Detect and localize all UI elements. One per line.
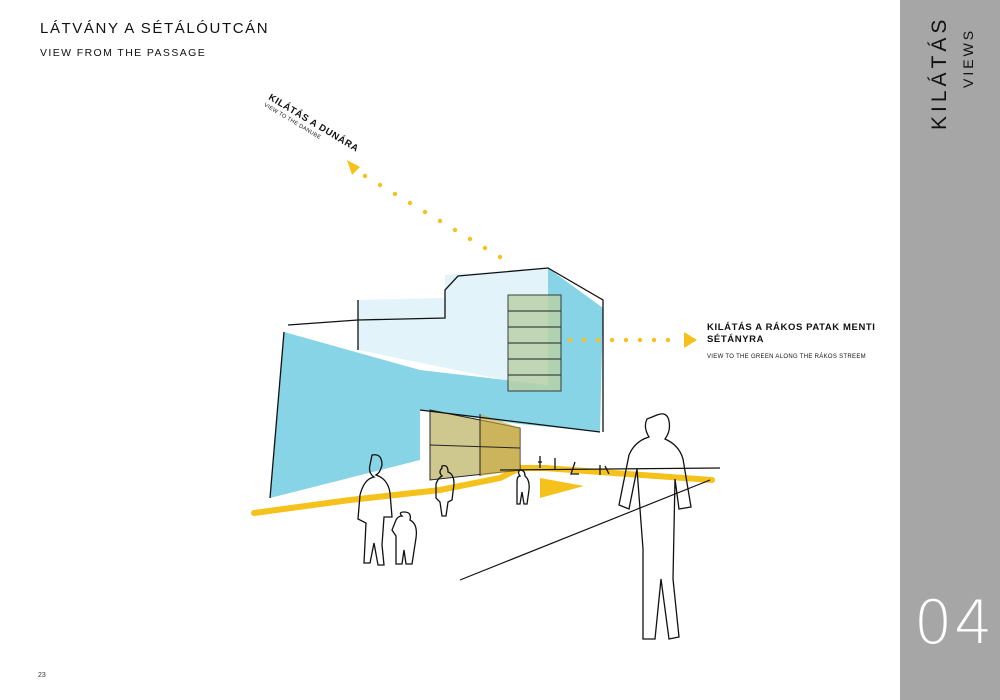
building-outline <box>269 267 604 499</box>
stream-view-caption: VIEW TO THE GREEN ALONG THE RÁKOS STREEM <box>707 354 866 360</box>
stream-view-label: KILÁTÁS A RÁKOS PATAK MENTI SÉTÁNYRA VIE… <box>707 322 907 360</box>
section-title: KILÁTÁS <box>928 15 951 130</box>
walkway-path <box>251 465 715 516</box>
person-far1 <box>538 456 610 475</box>
person-adult <box>357 454 393 566</box>
page-number: 23 <box>38 672 46 679</box>
section-sidebar: KILÁTÁS VIEWS 04 <box>900 0 1000 700</box>
stream-view-title-line2: SÉTÁNYRA <box>707 334 765 345</box>
page-title: LÁTVÁNY A SÉTÁLÓUTCÁN <box>40 20 270 37</box>
stream-view-title-line1: KILÁTÁS A RÁKOS PATAK MENTI <box>707 322 876 333</box>
person-mid2 <box>516 469 530 505</box>
person-mid1 <box>435 464 455 517</box>
blue-facade <box>270 332 420 498</box>
page-subtitle: VIEW FROM THE PASSAGE <box>40 47 207 59</box>
person-large <box>618 413 692 640</box>
title-block: LÁTVÁNY A SÉTÁLÓUTCÁN VIEW FROM THE PASS… <box>40 20 269 59</box>
section-number: 04 <box>914 588 995 658</box>
upper-volume-light <box>358 268 548 385</box>
tower-glass <box>507 294 562 392</box>
human-figures <box>357 413 692 640</box>
person-child <box>391 511 418 565</box>
tower-blue <box>548 268 603 432</box>
section-subtitle: VIEWS <box>960 27 976 88</box>
blue-band <box>420 370 600 432</box>
ground-lines <box>459 467 721 581</box>
direction-arrow <box>540 478 584 498</box>
sight-lines <box>347 160 697 348</box>
ground-glass-shade <box>480 414 520 476</box>
